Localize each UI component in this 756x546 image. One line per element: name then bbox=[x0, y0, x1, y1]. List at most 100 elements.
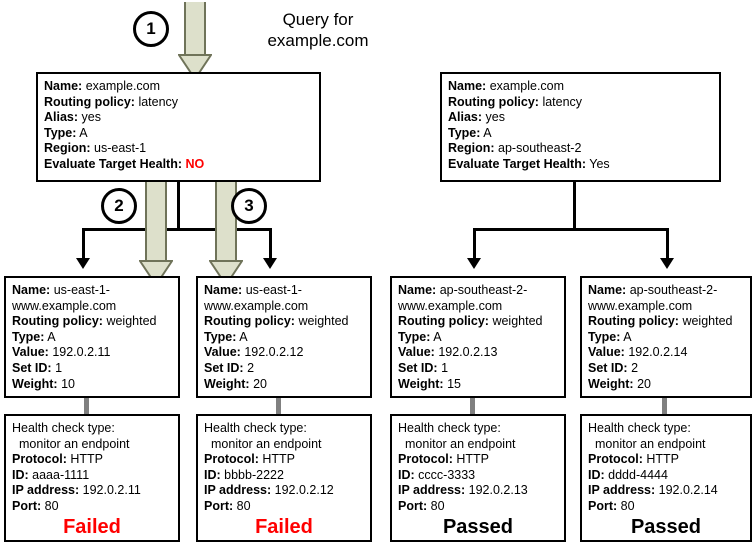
hc-ip-value: 192.0.2.13 bbox=[468, 483, 528, 498]
record-weight-line: Weight: 20 bbox=[204, 377, 364, 393]
record-value-line: Value: 192.0.2.12 bbox=[204, 345, 364, 361]
step-number-3: 3 bbox=[231, 188, 267, 224]
health-connector-2 bbox=[276, 396, 281, 416]
hc-ip-line: IP address: 192.0.2.13 bbox=[398, 483, 558, 499]
alias-record-box-us-east-1: Name: example.com Routing policy: latenc… bbox=[36, 72, 321, 182]
record-type-label: Type: bbox=[12, 329, 45, 344]
alias-name-label: Name: bbox=[448, 79, 487, 93]
hc-port-line: Port: 80 bbox=[12, 499, 172, 515]
tree-arrowhead-right-2 bbox=[660, 258, 674, 269]
hc-port-line: Port: 80 bbox=[588, 499, 744, 515]
record-policy-label: Routing policy: bbox=[204, 314, 295, 329]
hc-ip-label: IP address: bbox=[398, 483, 466, 498]
hc-type-label: Health check type: bbox=[12, 421, 115, 435]
tree-stem-right bbox=[573, 182, 576, 230]
alias-policy-value: latency bbox=[138, 94, 179, 109]
hc-type-value: monitor an endpoint bbox=[19, 436, 130, 451]
record-policy-label: Routing policy: bbox=[398, 314, 489, 329]
hc-protocol-label: Protocol: bbox=[204, 452, 259, 467]
record-name-label: Name: bbox=[588, 283, 627, 297]
record-type-label: Type: bbox=[204, 329, 237, 344]
hc-id-value: cccc-3333 bbox=[418, 467, 476, 482]
health-connector-3 bbox=[470, 396, 475, 416]
hc-protocol-line: Protocol: HTTP bbox=[12, 452, 172, 468]
tree-bar-left bbox=[82, 228, 272, 231]
record-policy-value: weighted bbox=[682, 314, 733, 329]
tree-arrowhead-left-1 bbox=[76, 258, 90, 269]
record-setid-value: 2 bbox=[247, 360, 255, 375]
alias-name-line: Name: example.com bbox=[448, 79, 713, 95]
hc-protocol-line: Protocol: HTTP bbox=[588, 452, 744, 468]
hc-protocol-line: Protocol: HTTP bbox=[398, 452, 558, 468]
alias-region-value: us-east-1 bbox=[94, 141, 147, 156]
hc-protocol-label: Protocol: bbox=[588, 452, 643, 467]
record-name-value-2: www.example.com bbox=[204, 298, 309, 313]
hc-port-label: Port: bbox=[204, 498, 234, 513]
record-name-line: Name: ap-southeast-2- bbox=[588, 283, 744, 299]
alias-region-label: Region: bbox=[448, 141, 495, 156]
record-type-value: A bbox=[239, 329, 248, 344]
record-setid-value: 1 bbox=[441, 360, 449, 375]
health-check-box-1: Health check type: monitor an endpoint P… bbox=[4, 414, 180, 542]
alias-eth-value: Yes bbox=[589, 156, 610, 171]
hc-port-value: 80 bbox=[430, 498, 445, 513]
record-policy-value: weighted bbox=[298, 314, 349, 329]
alias-policy-line: Routing policy: latency bbox=[448, 95, 713, 111]
record-name-value-2: www.example.com bbox=[12, 298, 117, 313]
record-value-label: Value: bbox=[12, 345, 49, 360]
hc-ip-line: IP address: 192.0.2.11 bbox=[12, 483, 172, 499]
hc-port-value: 80 bbox=[620, 498, 635, 513]
hc-port-line: Port: 80 bbox=[398, 499, 558, 515]
hc-ip-line: IP address: 192.0.2.12 bbox=[204, 483, 364, 499]
hc-type-value: monitor an endpoint bbox=[595, 436, 706, 451]
alias-record-box-ap-southeast-2: Name: example.com Routing policy: latenc… bbox=[440, 72, 721, 182]
alias-type-value: A bbox=[483, 125, 492, 140]
record-policy-line: Routing policy: weighted bbox=[12, 314, 172, 330]
record-weight-value: 20 bbox=[253, 376, 267, 391]
hc-id-label: ID: bbox=[204, 467, 221, 482]
weighted-record-box-1: Name: us-east-1- www.example.com Routing… bbox=[4, 276, 180, 398]
alias-eth-label: Evaluate Target Health: bbox=[44, 156, 183, 171]
health-connector-4 bbox=[662, 396, 667, 416]
record-weight-value: 20 bbox=[637, 376, 651, 391]
alias-policy-label: Routing policy: bbox=[448, 94, 539, 109]
hc-result-badge: Failed bbox=[255, 515, 313, 538]
tree-branch-left-2 bbox=[269, 228, 272, 266]
alias-alias-value: yes bbox=[485, 110, 505, 125]
hc-ip-label: IP address: bbox=[204, 483, 272, 498]
record-name-label: Name: bbox=[204, 283, 243, 297]
hc-type-label: Health check type: bbox=[204, 421, 307, 435]
hc-result-badge: Failed bbox=[63, 515, 121, 538]
hc-id-value: dddd-4444 bbox=[608, 467, 668, 482]
hc-id-line: ID: dddd-4444 bbox=[588, 468, 744, 484]
record-weight-label: Weight: bbox=[398, 376, 444, 391]
alias-region-line: Region: us-east-1 bbox=[44, 141, 313, 157]
record-setid-value: 2 bbox=[631, 360, 639, 375]
record-type-label: Type: bbox=[398, 329, 431, 344]
hc-protocol-line: Protocol: HTTP bbox=[204, 452, 364, 468]
record-setid-label: Set ID: bbox=[398, 360, 438, 375]
record-name-line: Name: us-east-1- bbox=[12, 283, 172, 299]
alias-alias-line: Alias: yes bbox=[448, 110, 713, 126]
health-connector-1 bbox=[84, 396, 89, 416]
record-weight-label: Weight: bbox=[12, 376, 58, 391]
record-value-value: 192.0.2.11 bbox=[52, 345, 111, 360]
record-setid-label: Set ID: bbox=[588, 360, 628, 375]
record-name-value: us-east-1- bbox=[53, 283, 110, 297]
query-label: Query for example.com bbox=[267, 10, 369, 50]
hc-ip-label: IP address: bbox=[12, 483, 80, 498]
record-setid-label: Set ID: bbox=[12, 360, 52, 375]
record-setid-label: Set ID: bbox=[204, 360, 244, 375]
tree-branch-left-1 bbox=[82, 228, 85, 266]
record-policy-value: weighted bbox=[492, 314, 543, 329]
hc-ip-value: 192.0.2.14 bbox=[658, 483, 718, 498]
record-name-line: Name: us-east-1- bbox=[204, 283, 364, 299]
hc-id-line: ID: cccc-3333 bbox=[398, 468, 558, 484]
alias-type-label: Type: bbox=[448, 125, 481, 140]
record-name-value: us-east-1- bbox=[245, 283, 302, 297]
hc-ip-value: 192.0.2.12 bbox=[274, 483, 334, 498]
hc-id-line: ID: bbbb-2222 bbox=[204, 468, 364, 484]
hc-id-line: ID: aaaa-1111 bbox=[12, 468, 172, 484]
record-weight-value: 15 bbox=[447, 376, 461, 391]
flow-arrow-to-record-1 bbox=[133, 182, 179, 286]
